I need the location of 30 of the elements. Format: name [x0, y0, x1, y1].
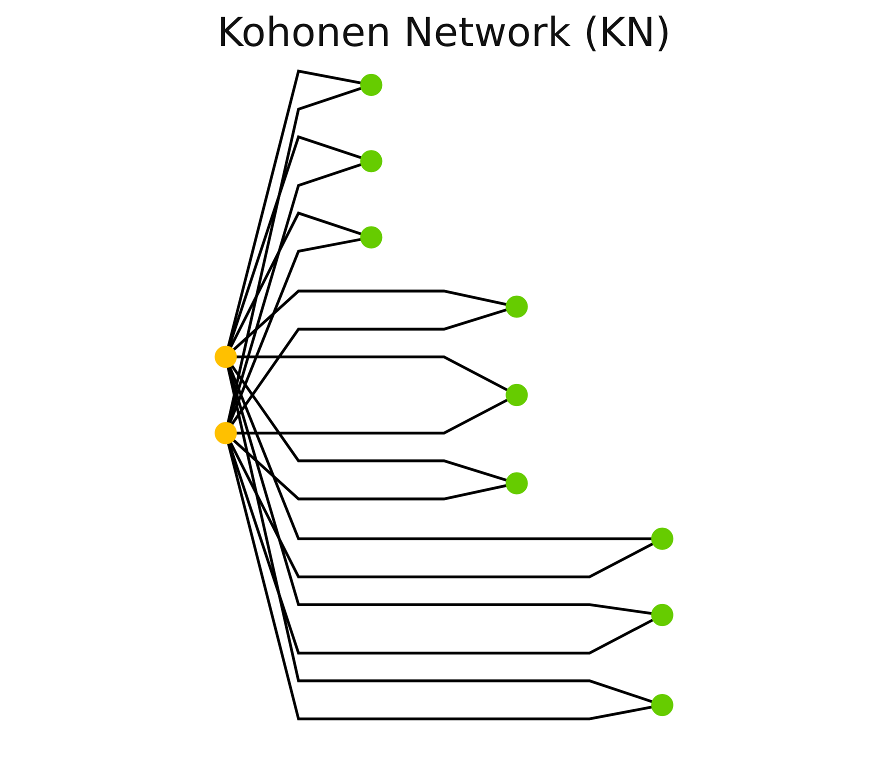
- connector: [226, 86, 362, 424]
- node-circle: [506, 384, 528, 406]
- connector: [230, 308, 508, 426]
- node-circle: [506, 296, 528, 318]
- node-circle: [360, 74, 382, 96]
- connector: [226, 366, 653, 704]
- connector: [232, 439, 507, 500]
- connector: [236, 356, 508, 392]
- connector: [229, 442, 654, 578]
- connector: [228, 366, 652, 540]
- connector: [230, 364, 508, 482]
- node-circle: [651, 694, 674, 716]
- node-circle: [214, 422, 237, 444]
- connector: [236, 398, 508, 434]
- connector: [226, 442, 652, 720]
- connector: [226, 69, 362, 348]
- node-circle: [360, 226, 382, 248]
- node-circle: [651, 528, 674, 550]
- node-circle: [506, 472, 528, 494]
- connector: [229, 211, 362, 348]
- diagram-title: Kohonen Network (KN): [216, 10, 672, 56]
- connector: [228, 442, 654, 654]
- node-circle: [651, 604, 674, 626]
- node-circle: [360, 150, 382, 172]
- connector: [228, 238, 362, 424]
- connector: [232, 290, 507, 351]
- connector: [227, 163, 362, 424]
- connector: [227, 366, 652, 615]
- connector: [228, 135, 362, 348]
- node-circle: [214, 346, 237, 368]
